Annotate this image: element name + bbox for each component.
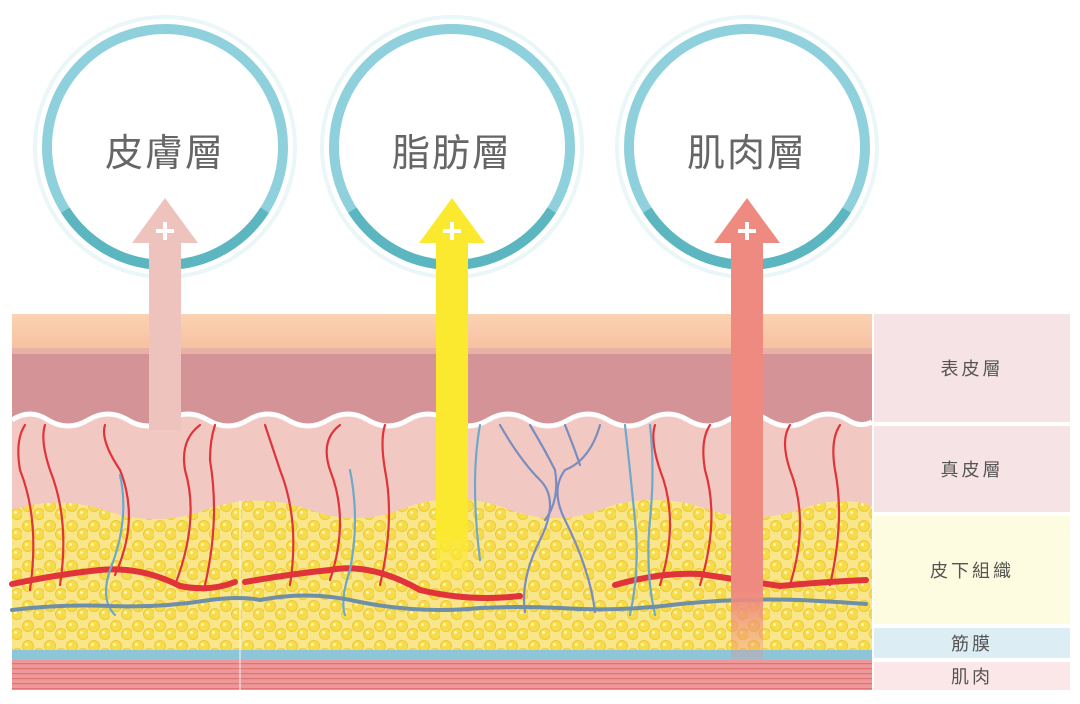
legend-label-epidermis: 表皮層 xyxy=(874,314,1070,422)
legend-label-muscle: 肌肉 xyxy=(874,662,1070,690)
muscle-band xyxy=(12,660,872,690)
plus-icon-v-muscle xyxy=(745,222,749,240)
plus-icon-v-skin xyxy=(163,222,167,240)
legend-label-fascia: 筋膜 xyxy=(874,628,1070,658)
bubble-label-fat: 脂肪層 xyxy=(352,122,552,177)
bubble-label-muscle: 肌肉層 xyxy=(647,122,847,177)
bubble-label-skin: 皮膚層 xyxy=(65,122,265,177)
legend-label-dermis: 真皮層 xyxy=(874,426,1070,512)
legend-label-subcutaneous: 皮下組織 xyxy=(874,516,1070,624)
plus-icon-v-fat xyxy=(450,222,454,240)
